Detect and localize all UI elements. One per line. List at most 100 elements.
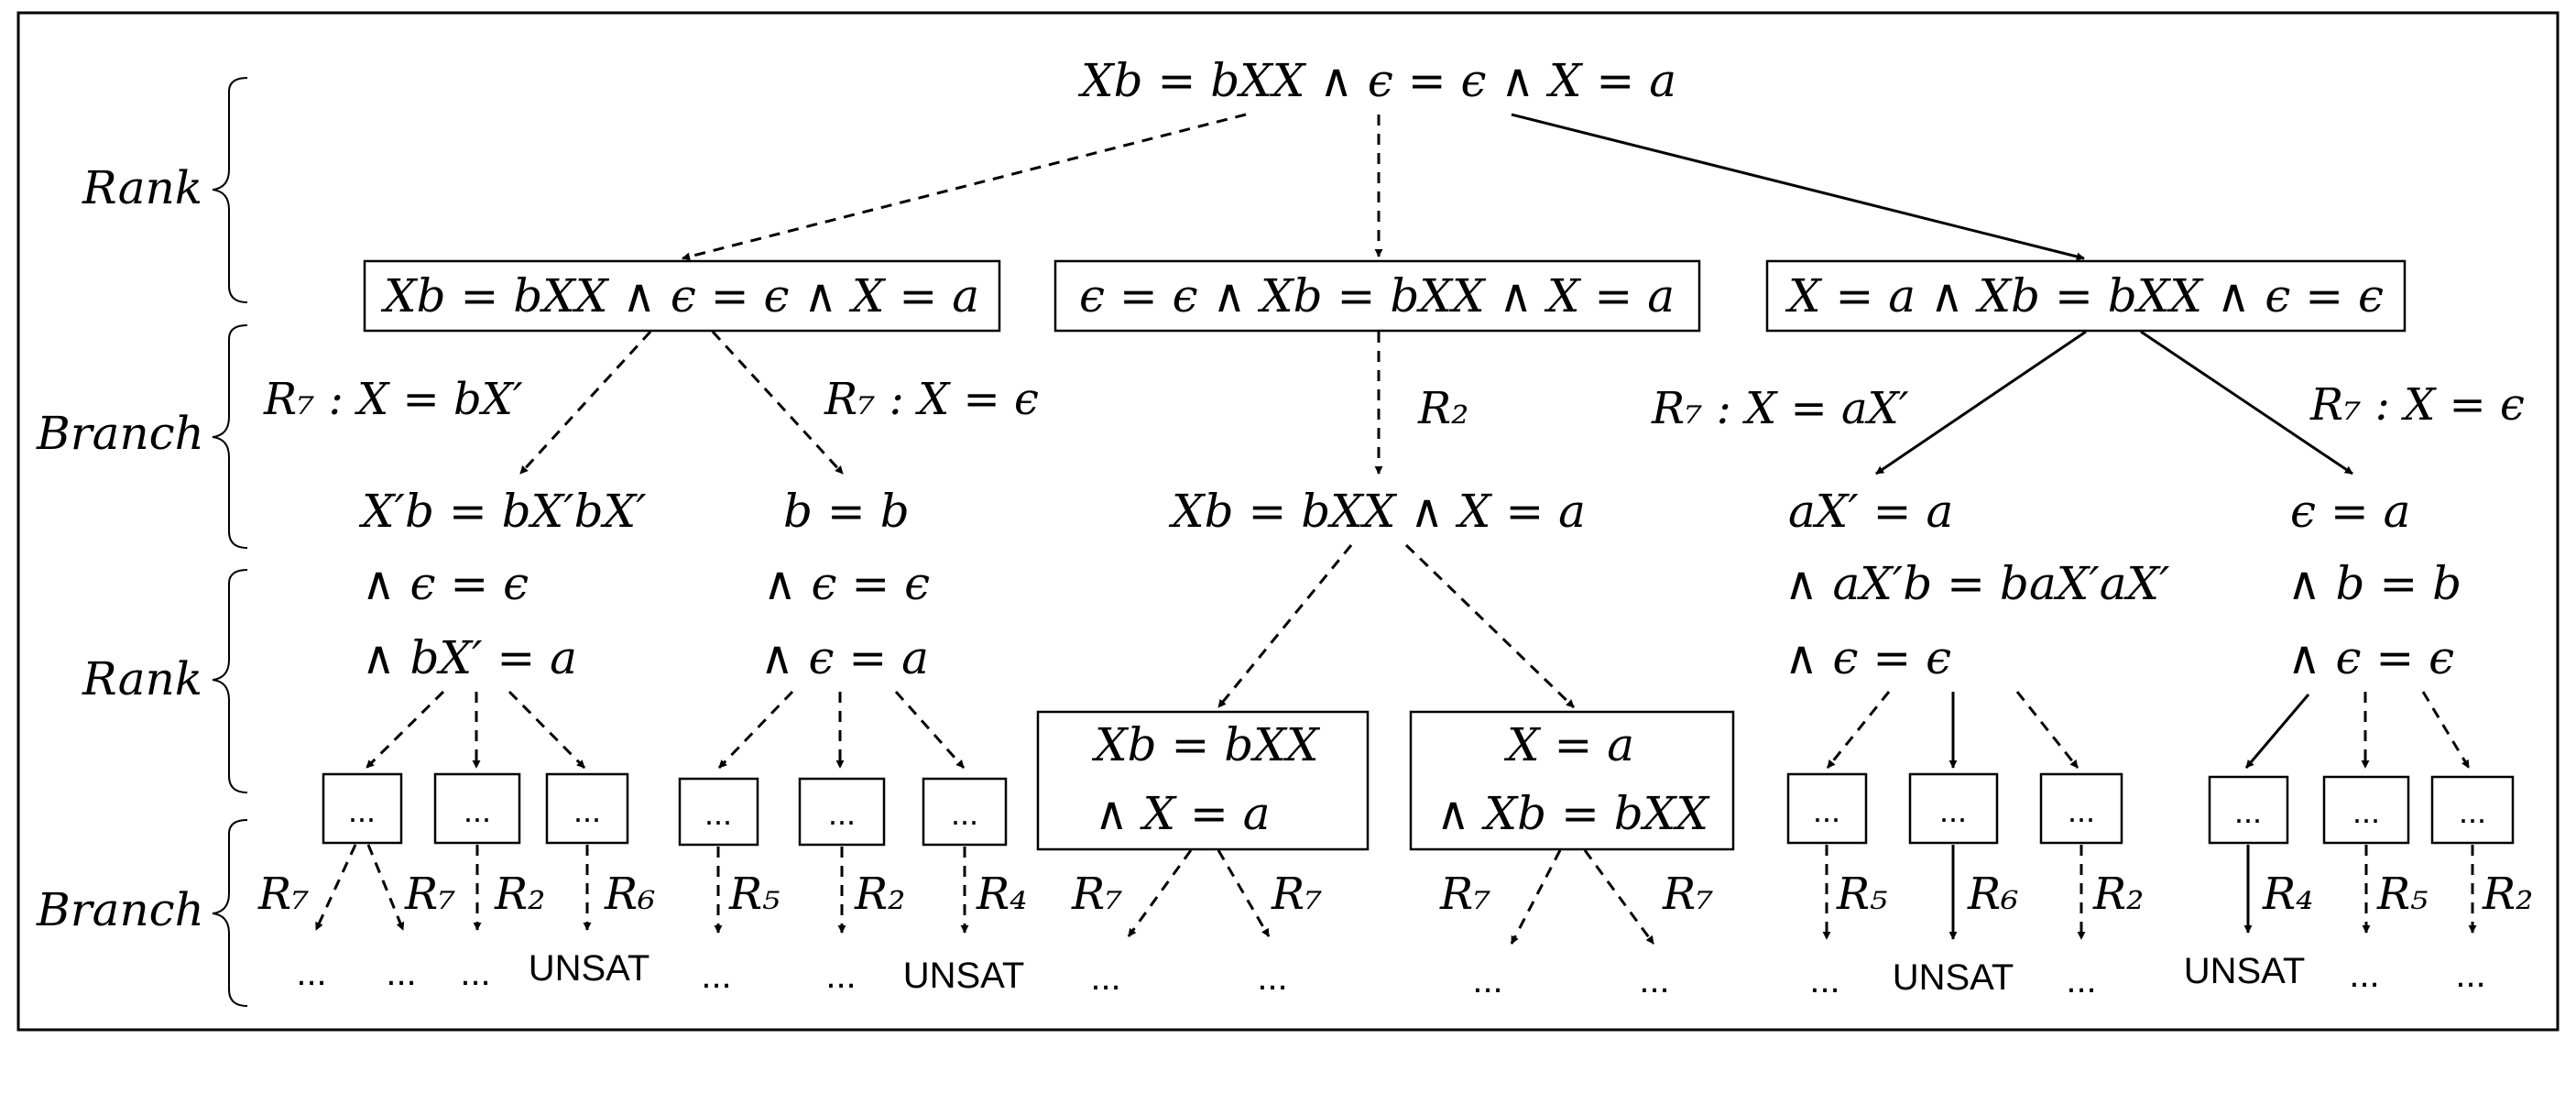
svg-text:R₇: R₇	[1439, 869, 1490, 920]
level1-box-middle	[1053, 259, 1701, 333]
unsat-label-4: UNSAT	[2184, 951, 2306, 991]
svg-text:...: ...	[2066, 960, 2096, 1000]
svg-text:...: ...	[1090, 957, 1120, 998]
svg-text:...: ...	[296, 953, 326, 993]
svg-text:...: ...	[2349, 955, 2379, 995]
svg-text:R₇: R₇	[1662, 869, 1713, 920]
svg-text:...: ...	[1472, 960, 1502, 1000]
brace-branch-1	[212, 324, 248, 549]
rank2-edges	[365, 543, 2471, 770]
root-condition: Xb = bXX ∧ ϵ = ϵ ∧ X = a	[1077, 54, 1676, 107]
rule-middle: R₂	[1417, 383, 1468, 434]
level2-node-a: X′b = bX′bX′ ∧ ϵ = ϵ ∧ bX′ = a	[358, 485, 647, 684]
level3-large-box-c2: X = a ∧ Xb = bXX	[1409, 710, 1735, 851]
svg-text:R₇: R₇	[1271, 869, 1322, 920]
svg-text:...: ...	[701, 956, 731, 996]
svg-text:R₇: R₇	[1071, 869, 1122, 920]
svg-text:X′b = bX′bX′: X′b = bX′bX′	[358, 485, 647, 538]
svg-text:...: ...	[573, 792, 601, 829]
brace-rank-2	[212, 569, 248, 793]
level1-box-right	[1765, 259, 2407, 333]
svg-text:...: ...	[1257, 957, 1287, 998]
svg-text:...: ...	[1639, 960, 1669, 1000]
brace-rank-1	[212, 77, 248, 303]
side-label-rank-1: Rank	[82, 161, 202, 214]
svg-text:R₂: R₂	[2482, 869, 2533, 920]
side-label-branch-1: Branch	[36, 407, 204, 460]
side-label-rank-2: Rank	[82, 652, 202, 705]
svg-text:∧ ϵ = ϵ: ∧ ϵ = ϵ	[362, 557, 529, 610]
svg-text:∧ Xb = bXX: ∧ Xb = bXX	[1436, 787, 1710, 840]
svg-text:R₇: R₇	[257, 869, 309, 920]
level1-box-left	[363, 259, 1001, 333]
svg-text:R₅: R₅	[1836, 869, 1887, 920]
svg-text:R₂: R₂	[854, 869, 905, 920]
unsat-label-3: UNSAT	[1893, 957, 2014, 998]
svg-text:∧ X = a: ∧ X = a	[1095, 787, 1271, 840]
root-edges	[682, 113, 2085, 261]
svg-text:...: ...	[348, 792, 376, 829]
outer-frame	[16, 11, 2560, 1032]
svg-text:R₅: R₅	[2376, 869, 2428, 920]
svg-text:R₆: R₆	[1967, 869, 2018, 920]
svg-text:R₂: R₂	[2092, 869, 2144, 920]
svg-text:...: ...	[460, 953, 490, 993]
rule-right-a: R₇ : X = aX′	[1651, 383, 1909, 434]
level3-large-box-c1: Xb = bXX ∧ X = a	[1036, 710, 1370, 851]
brace-branch-2	[212, 819, 248, 1007]
svg-text:∧ ϵ = ϵ: ∧ ϵ = ϵ	[2287, 631, 2454, 684]
svg-text:...: ...	[2234, 792, 2262, 830]
svg-text:R₆: R₆	[604, 869, 655, 920]
level2-node-b: b = b ∧ ϵ = ϵ ∧ ϵ = a	[760, 485, 930, 684]
svg-text:...: ...	[1809, 960, 1839, 1000]
side-label-branch-2: Branch	[36, 883, 204, 936]
svg-text:∧ ϵ = ϵ: ∧ ϵ = ϵ	[1785, 631, 1951, 684]
branch2-edges	[314, 844, 2477, 945]
rule-right-b: R₇ : X = ϵ	[2309, 379, 2525, 431]
unsat-label-1: UNSAT	[529, 948, 650, 989]
svg-text:...: ...	[1813, 792, 1840, 829]
svg-text:...: ...	[951, 794, 978, 832]
svg-text:X = a: X = a	[1503, 718, 1634, 771]
level2-node-e: ϵ = a ∧ b = b ∧ ϵ = ϵ	[2287, 485, 2461, 684]
svg-text:b = b: b = b	[783, 485, 910, 538]
svg-text:R₂: R₂	[494, 869, 545, 920]
svg-text:...: ...	[2459, 792, 2486, 830]
svg-text:R₄: R₄	[2262, 869, 2313, 920]
unsat-label-2: UNSAT	[903, 956, 1025, 996]
svg-text:∧ b = b: ∧ b = b	[2287, 557, 2461, 610]
svg-text:...: ...	[386, 953, 416, 993]
svg-text:∧ ϵ = a: ∧ ϵ = a	[760, 631, 929, 684]
svg-text:ϵ = a: ϵ = a	[2290, 485, 2411, 538]
level1-right-condition: X = a ∧ Xb = bXX ∧ ϵ = ϵ	[1785, 269, 2384, 322]
level1-left-condition: Xb = bXX ∧ ϵ = ϵ ∧ X = a	[380, 269, 979, 322]
branch2-rule-labels: R₇ R₇ R₂ R₆ R₅ R₂ R₄ R₇ R₇ R₇ R₇ R₅ R₆ R…	[257, 869, 2533, 920]
svg-text:aX′ = a: aX′ = a	[1788, 485, 1953, 538]
level2-node-d: aX′ = a ∧ aX′b = baX′aX′ ∧ ϵ = ϵ	[1785, 485, 2170, 684]
svg-text:R₇: R₇	[404, 869, 455, 920]
rule-left-b: R₇ : X = ϵ	[824, 374, 1039, 425]
branch1-edges	[518, 330, 2353, 475]
leaf-outcomes: ... ... ... UNSAT ... ... UNSAT ... ... …	[296, 948, 2485, 1000]
svg-text:...: ...	[1939, 792, 1967, 829]
svg-text:∧ ϵ = ϵ: ∧ ϵ = ϵ	[763, 557, 930, 610]
side-labels: Rank Branch Rank Branch	[36, 77, 248, 1007]
svg-text:∧ bX′ = a: ∧ bX′ = a	[362, 631, 577, 684]
svg-text:Xb = bXX ∧ X = a: Xb = bXX ∧ X = a	[1168, 485, 1586, 538]
rule-left-a: R₇ : X = bX′	[263, 374, 523, 425]
level2-node-c: Xb = bXX ∧ X = a	[1168, 485, 1586, 538]
svg-text:Xb = bXX: Xb = bXX	[1091, 718, 1321, 771]
svg-text:R₄: R₄	[976, 869, 1027, 920]
svg-text:...: ...	[464, 792, 491, 829]
svg-text:...: ...	[2352, 792, 2380, 830]
svg-text:...: ...	[704, 794, 732, 832]
svg-text:...: ...	[2455, 955, 2485, 995]
svg-text:∧ aX′b = baX′aX′: ∧ aX′b = baX′aX′	[1785, 557, 2170, 610]
svg-text:...: ...	[825, 956, 856, 996]
svg-text:...: ...	[2068, 792, 2095, 829]
level3-small-boxes: ... ... ... ... ... ... ... ... ... ... …	[322, 772, 2515, 847]
svg-text:R₅: R₅	[728, 869, 780, 920]
svg-text:...: ...	[828, 794, 856, 832]
